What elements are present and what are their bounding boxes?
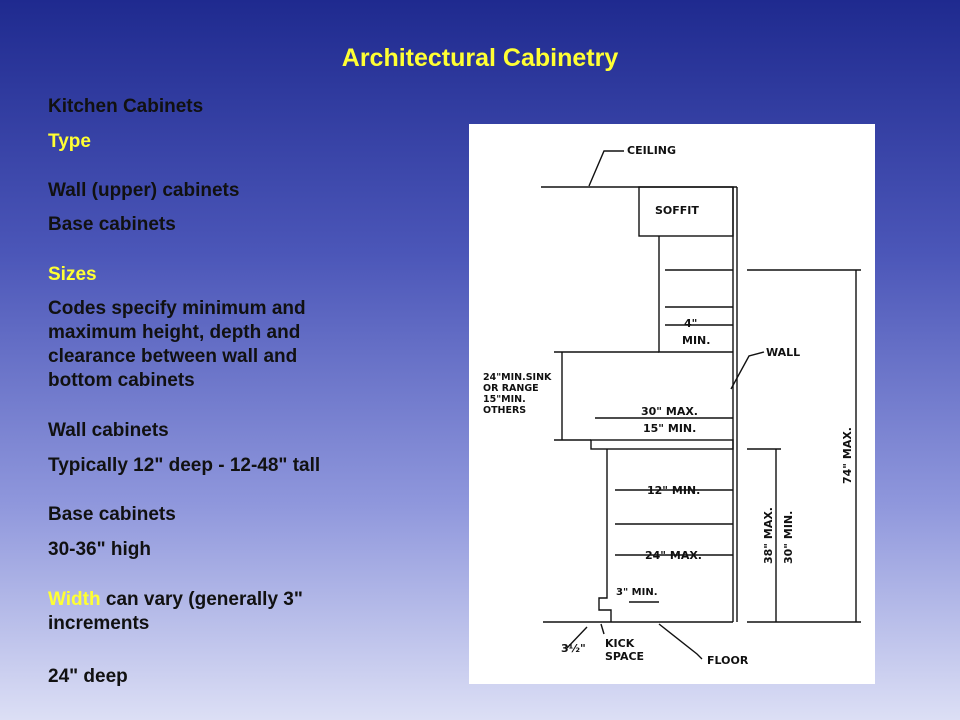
base-height: 30-36" high: [48, 539, 151, 560]
label-four-min: MIN.: [682, 334, 710, 347]
depth-24: 24" deep: [48, 666, 128, 687]
slide-title: Architectural Cabinetry: [341, 44, 619, 72]
label-four: 4": [684, 317, 697, 330]
label-12-min: 12" MIN.: [647, 484, 700, 497]
type-label: Type: [48, 131, 91, 152]
label-3-min: 3" MIN.: [616, 587, 658, 598]
label-clearance-4: OTHERS: [483, 405, 526, 416]
sizes-label: Sizes: [48, 264, 97, 285]
codes-line-1: Codes specify minimum and: [48, 298, 306, 319]
label-kick: KICK: [605, 637, 635, 650]
cabinet-section-diagram: CEILING SOFFIT 4" MIN. WALL 24"MIN.SINK …: [469, 124, 875, 684]
label-24-max: 24" MAX.: [645, 549, 702, 562]
label-clearance-1: 24"MIN.SINK: [483, 372, 552, 383]
base-cabinets-label: Base cabinets: [48, 504, 176, 525]
label-clearance-3: 15"MIN.: [483, 394, 526, 405]
label-74-max: 74" MAX.: [841, 427, 854, 484]
codes-line-2: maximum height, depth and: [48, 322, 301, 343]
label-floor: FLOOR: [707, 654, 749, 667]
label-clearance-2: OR RANGE: [483, 383, 539, 394]
codes-line-3: clearance between wall and: [48, 346, 298, 367]
kitchen-cabinets-heading: Kitchen Cabinets: [48, 96, 204, 117]
width-rest: can vary (generally 3": [100, 589, 303, 610]
label-soffit: SOFFIT: [655, 204, 699, 217]
label-space: SPACE: [605, 650, 644, 663]
wall-cabinets-label: Wall cabinets: [48, 420, 169, 441]
label-ceiling: CEILING: [627, 144, 676, 157]
type-item-base: Base cabinets: [48, 214, 176, 235]
label-38-max: 38" MAX.: [762, 507, 775, 564]
label-15-min: 15" MIN.: [643, 422, 696, 435]
width-word: Width: [48, 589, 101, 610]
label-wall: WALL: [766, 346, 800, 359]
width-line-1: Width can vary (generally 3": [48, 588, 303, 612]
label-three-half: 3½": [561, 642, 586, 655]
label-30-max: 30" MAX.: [641, 405, 698, 418]
width-line-2: increments: [48, 613, 150, 634]
type-item-wall: Wall (upper) cabinets: [48, 180, 240, 201]
diagram-svg: CEILING SOFFIT 4" MIN. WALL 24"MIN.SINK …: [483, 144, 861, 667]
codes-line-4: bottom cabinets: [48, 370, 195, 391]
wall-typical-size: Typically 12" deep - 12-48" tall: [48, 455, 321, 476]
label-30-min: 30" MIN.: [782, 511, 795, 564]
